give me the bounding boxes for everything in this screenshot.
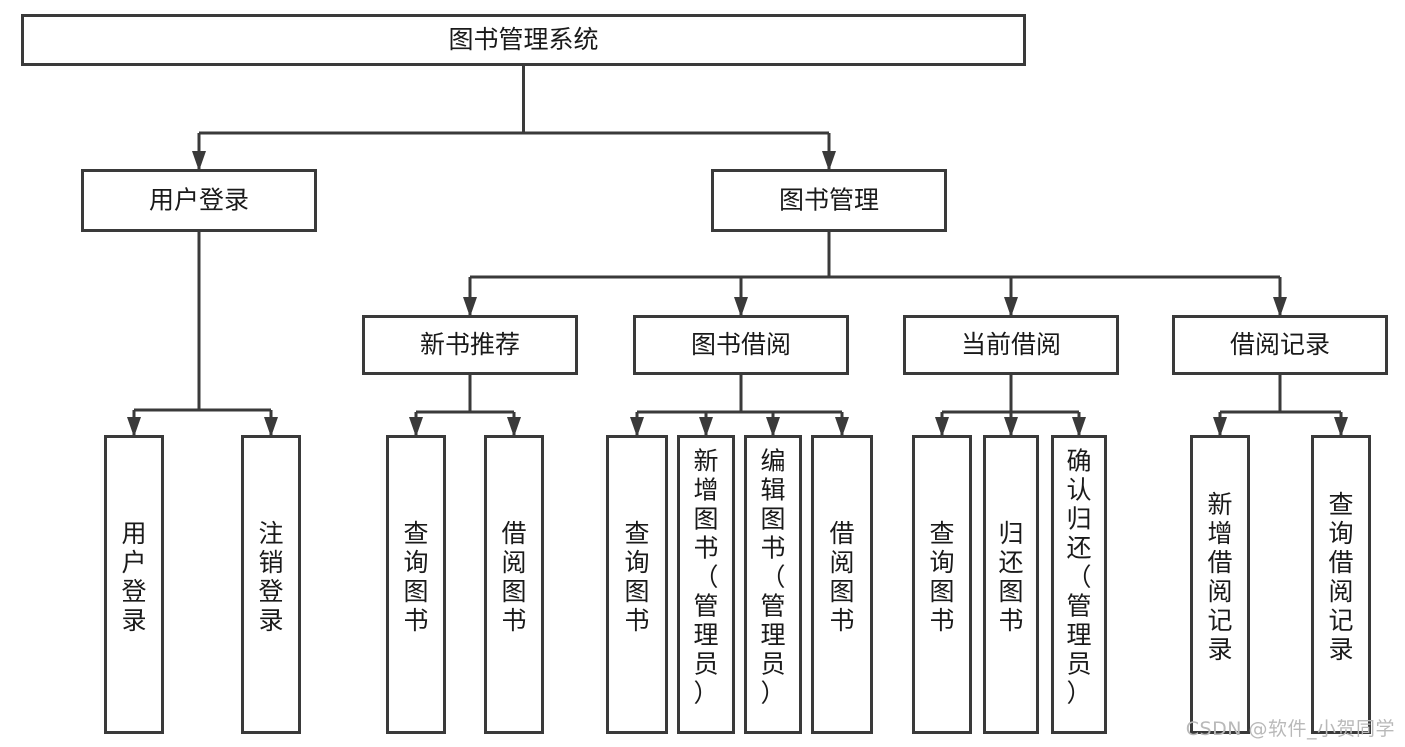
node-box-current-borrow[interactable]: [903, 315, 1119, 375]
node-label-leaf-query-book-borrow: 查询图书: [624, 519, 649, 635]
node-leaf-add-borrow-record[interactable]: 新增借阅记录: [1190, 435, 1250, 734]
node-label-current-borrow: 当前借阅: [961, 330, 1061, 359]
node-box-leaf-add-book-admin[interactable]: [677, 435, 735, 734]
arrow-head-icon: [1004, 297, 1018, 317]
arrow-head-icon: [1072, 417, 1086, 437]
node-leaf-query-borrow-record[interactable]: 查询借阅记录: [1311, 435, 1371, 734]
node-box-leaf-query-borrow-record[interactable]: [1311, 435, 1371, 734]
node-box-book-manage[interactable]: [711, 169, 947, 232]
arrow-head-icon: [1004, 417, 1018, 437]
node-label-user-login: 用户登录: [149, 186, 249, 215]
arrow-head-icon: [1213, 417, 1227, 437]
node-box-leaf-query-book-current[interactable]: [912, 435, 972, 734]
node-leaf-query-book-recommend[interactable]: 查询图书: [386, 435, 446, 734]
node-label-leaf-borrow-book-recommend: 借阅图书: [501, 519, 526, 635]
node-label-book-manage: 图书管理: [779, 186, 879, 215]
node-leaf-query-book-current[interactable]: 查询图书: [912, 435, 972, 734]
node-box-root[interactable]: [21, 14, 1026, 66]
node-box-leaf-logout[interactable]: [241, 435, 301, 734]
node-label-leaf-confirm-return-admin: 确认归还（管理员）: [1066, 447, 1091, 708]
node-box-leaf-confirm-return-admin[interactable]: [1051, 435, 1107, 734]
arrow-head-icon: [409, 417, 423, 437]
node-leaf-confirm-return-admin[interactable]: 确认归还（管理员）: [1051, 435, 1107, 734]
edge-group-borrow-record: [1213, 375, 1348, 437]
node-label-leaf-query-book-recommend: 查询图书: [403, 519, 428, 635]
arrow-head-icon: [1273, 297, 1287, 317]
node-leaf-borrow-book[interactable]: 借阅图书: [811, 435, 873, 734]
node-label-leaf-query-borrow-record: 查询借阅记录: [1328, 490, 1353, 664]
arrow-head-icon: [192, 151, 206, 171]
edge-group-book-borrow: [630, 375, 849, 437]
node-user-login[interactable]: 用户登录: [81, 169, 317, 232]
node-label-leaf-query-book-current: 查询图书: [929, 519, 954, 635]
node-label-leaf-user-login: 用户登录: [121, 519, 146, 635]
node-book-borrow[interactable]: 图书借阅: [633, 315, 849, 375]
node-label-book-borrow: 图书借阅: [691, 330, 791, 359]
node-box-user-login[interactable]: [81, 169, 317, 232]
node-leaf-user-login[interactable]: 用户登录: [104, 435, 164, 734]
edge-group-root: [192, 66, 836, 171]
edges-layer: [127, 66, 1348, 437]
arrow-head-icon: [630, 417, 644, 437]
arrow-head-icon: [734, 297, 748, 317]
node-label-leaf-edit-book-admin: 编辑图书（管理员）: [760, 447, 785, 708]
node-label-leaf-add-borrow-record: 新增借阅记录: [1207, 490, 1232, 664]
node-current-borrow[interactable]: 当前借阅: [903, 315, 1119, 375]
node-leaf-borrow-book-recommend[interactable]: 借阅图书: [484, 435, 544, 734]
node-box-borrow-record[interactable]: [1172, 315, 1388, 375]
node-leaf-return-book[interactable]: 归还图书: [983, 435, 1039, 734]
node-box-new-book-recommend[interactable]: [362, 315, 578, 375]
node-label-root: 图书管理系统: [448, 25, 598, 54]
arrow-head-icon: [507, 417, 521, 437]
node-leaf-add-book-admin[interactable]: 新增图书（管理员）: [677, 435, 735, 734]
node-label-leaf-logout: 注销登录: [258, 519, 283, 635]
node-box-leaf-query-book-recommend[interactable]: [386, 435, 446, 734]
node-label-new-book-recommend: 新书推荐: [420, 330, 520, 359]
edge-group-user-login: [127, 232, 278, 437]
node-leaf-logout[interactable]: 注销登录: [241, 435, 301, 734]
node-label-leaf-add-book-admin: 新增图书（管理员）: [693, 447, 718, 708]
node-box-leaf-add-borrow-record[interactable]: [1190, 435, 1250, 734]
node-box-leaf-borrow-book-recommend[interactable]: [484, 435, 544, 734]
arrow-head-icon: [127, 417, 141, 437]
node-borrow-record[interactable]: 借阅记录: [1172, 315, 1388, 375]
edge-group-book-manage: [463, 232, 1287, 317]
arrow-head-icon: [1334, 417, 1348, 437]
node-book-manage[interactable]: 图书管理: [711, 169, 947, 232]
csdn-watermark: CSDN @软件_小贺同学: [1185, 718, 1395, 740]
node-label-leaf-return-book: 归还图书: [998, 519, 1023, 635]
node-box-leaf-return-book[interactable]: [983, 435, 1039, 734]
arrow-head-icon: [463, 297, 477, 317]
arrow-head-icon: [766, 417, 780, 437]
arrow-head-icon: [822, 151, 836, 171]
arrow-head-icon: [835, 417, 849, 437]
edge-group-current-borrow: [935, 375, 1086, 437]
arrow-head-icon: [935, 417, 949, 437]
arrow-head-icon: [264, 417, 278, 437]
arrow-head-icon: [699, 417, 713, 437]
node-box-leaf-user-login[interactable]: [104, 435, 164, 734]
node-root[interactable]: 图书管理系统: [21, 14, 1026, 66]
node-box-leaf-borrow-book[interactable]: [811, 435, 873, 734]
node-box-leaf-query-book-borrow[interactable]: [606, 435, 668, 734]
edge-group-new-book-recommend: [409, 375, 521, 437]
node-leaf-query-book-borrow[interactable]: 查询图书: [606, 435, 668, 734]
node-label-leaf-borrow-book: 借阅图书: [829, 519, 854, 635]
node-box-book-borrow[interactable]: [633, 315, 849, 375]
node-leaf-edit-book-admin[interactable]: 编辑图书（管理员）: [744, 435, 802, 734]
node-new-book-recommend[interactable]: 新书推荐: [362, 315, 578, 375]
node-label-borrow-record: 借阅记录: [1230, 330, 1330, 359]
nodes-layer: 图书管理系统用户登录图书管理新书推荐图书借阅当前借阅借阅记录用户登录注销登录查询…: [21, 14, 1388, 734]
node-box-leaf-edit-book-admin[interactable]: [744, 435, 802, 734]
